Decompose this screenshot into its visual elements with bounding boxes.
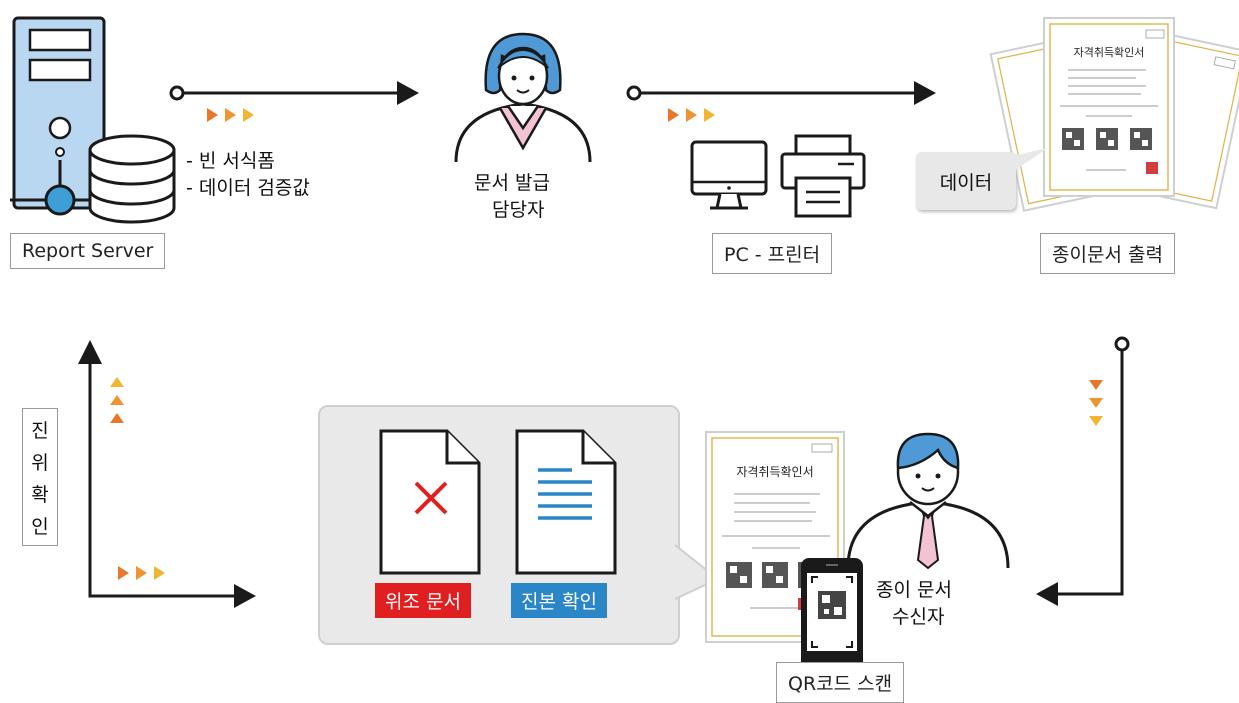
receiver-label-line1: 종이 문서 bbox=[876, 579, 952, 601]
verify-char-3: 확 bbox=[31, 483, 49, 506]
forged-badge: 위조 문서 bbox=[375, 583, 471, 618]
genuine-document-icon bbox=[515, 429, 617, 575]
issuer-person-icon bbox=[454, 32, 592, 163]
triangle-markers-1 bbox=[207, 108, 254, 122]
triangle-markers-down bbox=[1089, 380, 1103, 426]
phone-qr-scan-icon bbox=[801, 558, 863, 670]
issuer-label-line1: 문서 발급 bbox=[474, 172, 550, 194]
server-item-form: - 빈 서식폼 bbox=[186, 150, 275, 172]
server-icon bbox=[10, 16, 110, 216]
report-server-label: Report Server bbox=[10, 233, 166, 269]
flow-connector-right bbox=[1036, 336, 1130, 606]
verify-vertical-label: 진 위 확 인 bbox=[22, 408, 58, 546]
triangle-markers-2 bbox=[668, 108, 715, 122]
monitor-icon bbox=[690, 140, 768, 210]
verify-char-4: 인 bbox=[31, 515, 49, 538]
verify-char-2: 위 bbox=[31, 451, 49, 474]
svg-text:자격취득확인서: 자격취득확인서 bbox=[1074, 46, 1145, 59]
triangle-markers-3 bbox=[118, 566, 165, 580]
receiver-label-line2: 수신자 bbox=[892, 606, 945, 628]
callout-tail bbox=[1012, 148, 1048, 172]
verification-result-panel bbox=[318, 405, 680, 645]
pc-printer-label: PC - 프린터 bbox=[712, 233, 833, 274]
server-item-verify: - 데이터 검증값 bbox=[186, 177, 310, 199]
flow-connector-left bbox=[78, 340, 256, 608]
triangle-markers-up bbox=[110, 377, 124, 423]
certificate-title: 자격취득확인서 bbox=[736, 465, 813, 479]
verify-char-1: 진 bbox=[31, 419, 49, 442]
flow-arrow-1 bbox=[169, 81, 419, 105]
data-callout: 데이터 bbox=[916, 152, 1016, 210]
qr-scan-label: QR코드 스캔 bbox=[776, 662, 905, 703]
genuine-badge: 진본 확인 bbox=[511, 583, 607, 618]
flow-arrow-2 bbox=[626, 81, 936, 105]
issuer-label-line2: 담당자 bbox=[492, 199, 545, 221]
receiver-person-icon bbox=[846, 432, 1010, 570]
database-icon bbox=[88, 134, 176, 224]
paper-stack-icon: 자격취득확인서 bbox=[989, 17, 1239, 212]
forged-document-icon bbox=[379, 429, 481, 575]
printer-icon bbox=[780, 134, 866, 218]
paper-output-label: 종이문서 출력 bbox=[1040, 233, 1175, 274]
